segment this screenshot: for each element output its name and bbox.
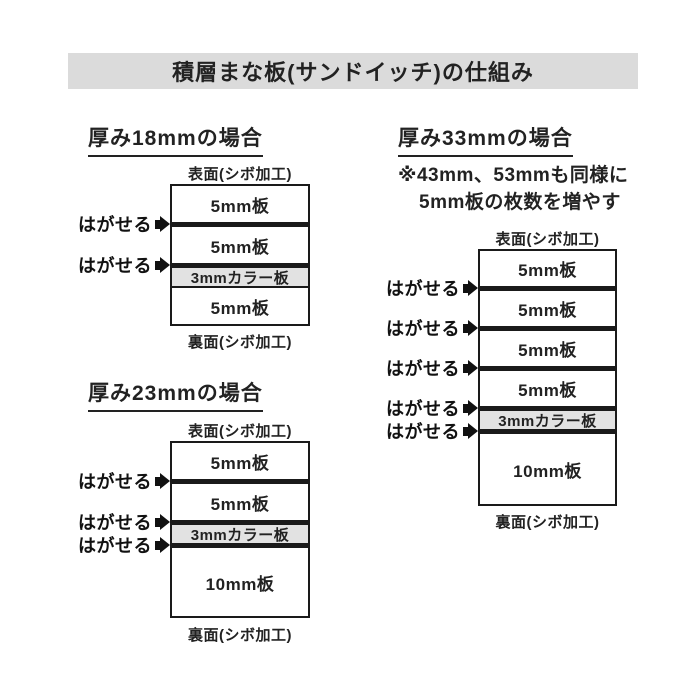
peel-label-text: はがせる <box>78 215 152 235</box>
peel-label: はがせる <box>78 252 170 278</box>
note-line-1: ※43mm、53mmも同様に <box>398 165 629 186</box>
back-surface-label-23mm: 裏面(シボ加工) <box>188 627 292 644</box>
stack-diagram-33mm: 5mm板 5mm板 5mm板 5mm板 3mmカラー板 10mm板 <box>478 249 617 506</box>
front-surface-label-23mm: 表面(シボ加工) <box>188 423 292 440</box>
peel-label-text: はがせる <box>78 472 152 492</box>
peel-label-text: はがせる <box>78 513 152 533</box>
layer-10mm: 10mm板 <box>172 548 308 616</box>
section-18mm-heading: 厚み18mmの場合 <box>88 122 263 157</box>
right-arrow-icon <box>155 257 170 273</box>
peel-label: はがせる <box>386 395 478 421</box>
front-surface-label-18mm: 表面(シボ加工) <box>188 166 292 183</box>
peel-divider <box>480 366 615 371</box>
layer-3mm-color: 3mmカラー板 <box>172 525 308 544</box>
peel-label-text: はがせる <box>386 399 460 419</box>
peel-label-text: はがせる <box>386 279 460 299</box>
peel-divider <box>172 543 308 548</box>
right-arrow-icon <box>463 360 478 376</box>
peel-label-text: はがせる <box>78 536 152 556</box>
layer-5mm: 5mm板 <box>172 443 308 479</box>
layer-3mm-color: 3mmカラー板 <box>480 411 615 430</box>
layer-5mm: 5mm板 <box>172 186 308 222</box>
page-title: 積層まな板(サンドイッチ)の仕組み <box>172 60 534 85</box>
back-surface-label-33mm: 裏面(シボ加工) <box>495 514 600 531</box>
peel-divider <box>172 479 308 484</box>
right-arrow-icon <box>155 216 170 232</box>
peel-label-text: はがせる <box>386 422 460 442</box>
right-arrow-icon <box>155 537 170 553</box>
peel-divider <box>480 406 615 411</box>
peel-divider <box>480 429 615 434</box>
layer-5mm: 5mm板 <box>480 291 615 326</box>
layer-5mm: 5mm板 <box>172 227 308 263</box>
section-33mm-heading-wrap: 厚み33mmの場合 <box>398 122 573 157</box>
fixed-divider <box>172 286 308 288</box>
section-33mm-note: ※43mm、53mmも同様に 5mm板の枚数を増やす <box>398 162 628 216</box>
section-23mm-heading: 厚み23mmの場合 <box>88 377 263 412</box>
peel-label-text: はがせる <box>386 319 460 339</box>
peel-divider <box>172 520 308 525</box>
peel-label: はがせる <box>78 211 170 237</box>
layer-5mm: 5mm板 <box>480 331 615 366</box>
right-arrow-icon <box>155 473 170 489</box>
layer-5mm: 5mm板 <box>480 371 615 406</box>
right-arrow-icon <box>463 400 478 416</box>
layer-5mm: 5mm板 <box>172 484 308 520</box>
peel-divider <box>172 263 308 268</box>
layer-5mm: 5mm板 <box>172 288 308 324</box>
peel-label: はがせる <box>386 315 478 341</box>
back-surface-label-18mm: 裏面(シボ加工) <box>188 334 292 351</box>
peel-label: はがせる <box>78 532 170 558</box>
right-arrow-icon <box>463 320 478 336</box>
peel-divider <box>480 326 615 331</box>
section-18mm-heading-wrap: 厚み18mmの場合 <box>88 122 263 157</box>
note-line-2: 5mm板の枚数を増やす <box>419 192 621 213</box>
layer-3mm-color: 3mmカラー板 <box>172 268 308 287</box>
peel-label-text: はがせる <box>386 359 460 379</box>
front-surface-label-33mm: 表面(シボ加工) <box>495 231 600 248</box>
peel-label: はがせる <box>78 509 170 535</box>
right-arrow-icon <box>463 423 478 439</box>
peel-label: はがせる <box>386 275 478 301</box>
layer-5mm: 5mm板 <box>480 251 615 286</box>
peel-label-text: はがせる <box>78 256 152 276</box>
peel-label: はがせる <box>386 418 478 444</box>
peel-divider <box>172 222 308 227</box>
layer-10mm: 10mm板 <box>480 434 615 504</box>
peel-divider <box>480 286 615 291</box>
section-33mm-heading: 厚み33mmの場合 <box>398 122 573 157</box>
stack-diagram-23mm: 5mm板 5mm板 3mmカラー板 10mm板 <box>170 441 310 618</box>
peel-label: はがせる <box>78 468 170 494</box>
title-bar: 積層まな板(サンドイッチ)の仕組み <box>68 53 638 89</box>
right-arrow-icon <box>463 280 478 296</box>
section-23mm-heading-wrap: 厚み23mmの場合 <box>88 377 263 412</box>
right-arrow-icon <box>155 514 170 530</box>
peel-label: はがせる <box>386 355 478 381</box>
stack-diagram-18mm: 5mm板 5mm板 3mmカラー板 5mm板 <box>170 184 310 326</box>
